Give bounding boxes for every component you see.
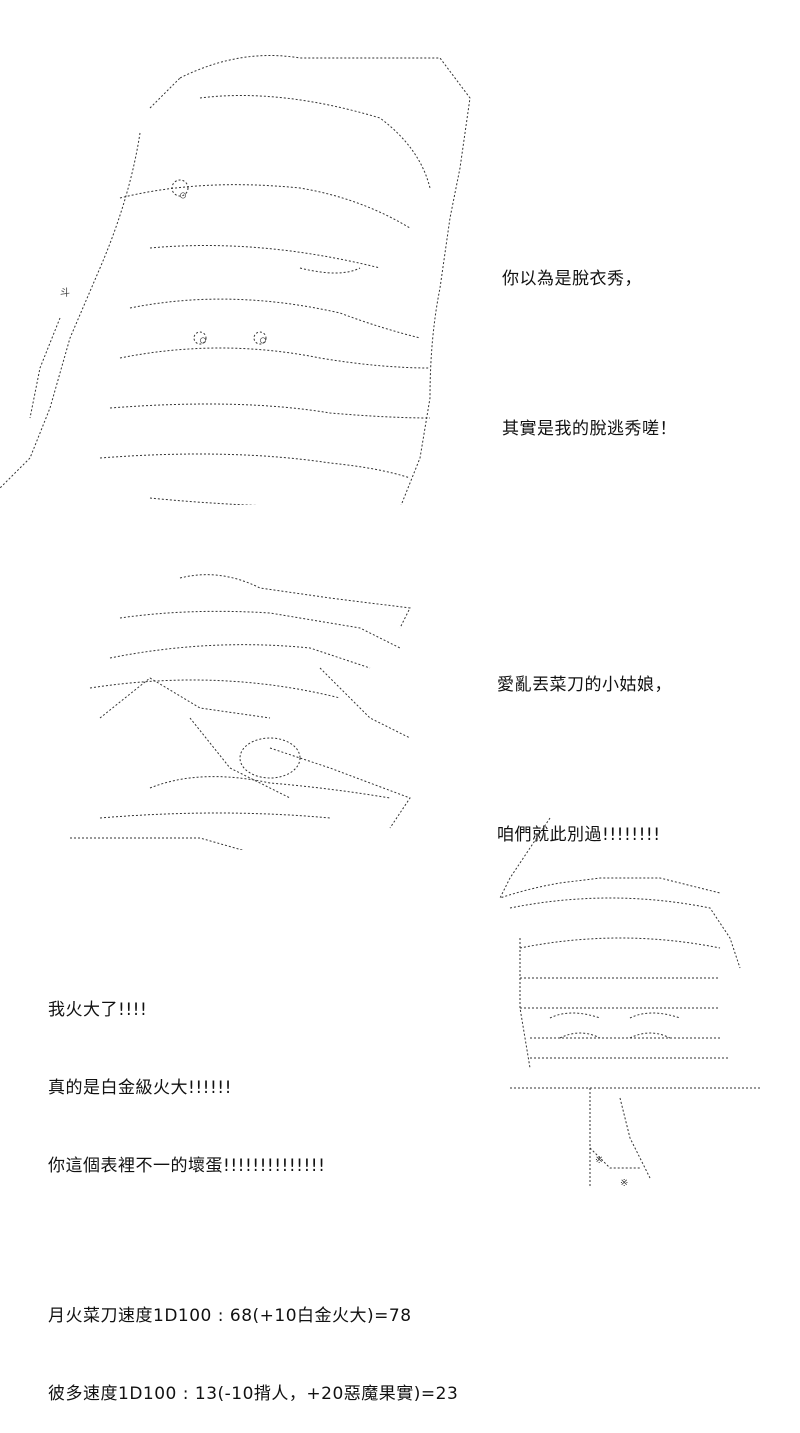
- svg-text:※: ※: [620, 1178, 628, 1189]
- ascii-art-hooded-character: ※ ※ し し: [490, 770, 790, 1190]
- ascii-art-creature-drawing: 斗 ○ ○ ○: [0, 55, 471, 505]
- panel1-text: 你以為是脫衣秀， 其實是我的脫逃秀嗟！: [502, 214, 677, 468]
- svg-text:○: ○: [200, 335, 206, 346]
- panel3-line1: 我火大了!!!!: [48, 1000, 148, 1020]
- ascii-art-hat-character: [70, 530, 440, 850]
- panel1-line2: 其實是我的脫逃秀嗟！: [502, 419, 677, 439]
- svg-text:※: ※: [595, 1155, 603, 1166]
- panel2-line1: 愛亂丟菜刀的小姑娘，: [497, 675, 672, 695]
- panel2-text: 愛亂丟菜刀的小姑娘， 咱們就此別過!!!!!!!!: [497, 620, 672, 874]
- dice-roll-bido: 彼多速度1D100 : 13(-10揹人，+20惡魔果實)=23: [48, 1384, 459, 1404]
- panel3-text: 我火大了!!!! 真的是白金級火大!!!!!! 你這個表裡不一的壞蛋!!!!!!…: [48, 945, 458, 1433]
- svg-text:○: ○: [180, 190, 186, 201]
- panel3-line2: 真的是白金級火大!!!!!!: [48, 1078, 232, 1098]
- ascii-art-creature: 斗 ○ ○ ○: [0, 0, 480, 505]
- svg-text:○: ○: [260, 335, 266, 346]
- panel3-line3: 你這個表裡不一的壞蛋!!!!!!!!!!!!!!: [48, 1156, 326, 1176]
- panel1-line1: 你以為是脫衣秀，: [502, 269, 642, 289]
- panel2-line2: 咱們就此別過!!!!!!!!: [497, 825, 661, 845]
- dice-roll-tsukihi: 月火菜刀速度1D100 : 68(+10白金火大)=78: [48, 1306, 412, 1326]
- svg-text:斗: 斗: [60, 287, 70, 299]
- ascii-art-hooded-character-drawing: ※ ※ し し: [499, 817, 760, 1189]
- ascii-art-hat-character-drawing: [70, 574, 411, 850]
